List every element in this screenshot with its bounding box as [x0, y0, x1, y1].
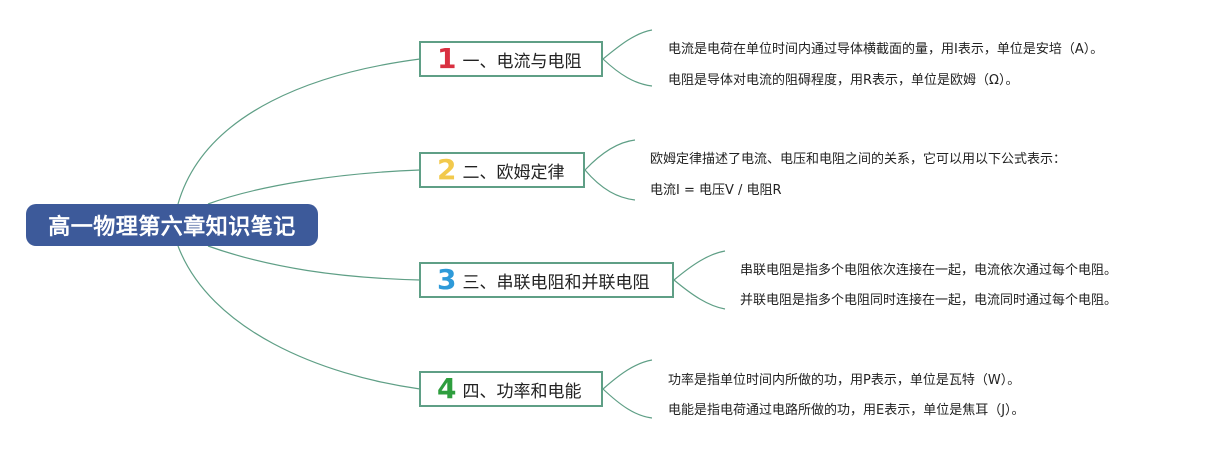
connector-root-branch-3: [207, 245, 421, 281]
branch-label-1: 一、电流与电阻: [462, 51, 582, 72]
branch-topic-4[interactable]: 4 四、功率和电能: [419, 371, 603, 407]
note-4-1: 功率是指单位时间内所做的功，用P表示，单位是瓦特（W）。: [668, 373, 1021, 388]
badge-2: 2: [437, 153, 457, 186]
note-3-2: 并联电阻是指多个电阻同时连接在一起，电流同时通过每个电阻。: [740, 293, 1118, 308]
branch-label-3: 三、串联电阻和并联电阻: [462, 272, 650, 293]
note-4-2: 电能是指电荷通过电路所做的功，用E表示，单位是焦耳（J）。: [668, 403, 1025, 418]
note-1-1: 电流是电荷在单位时间内通过导体横截面的量，用I表示，单位是安培（A）。: [668, 42, 1104, 57]
connector-branch-3-note-2: [673, 279, 726, 310]
badge-1: 1: [437, 42, 457, 75]
root-topic[interactable]: 高一物理第六章知识笔记: [26, 204, 318, 246]
branch-topic-2[interactable]: 2 二、欧姆定律: [419, 152, 585, 188]
connector-root-branch-2: [207, 169, 421, 205]
branch-topic-1[interactable]: 1 一、电流与电阻: [419, 41, 603, 77]
connector-branch-4-note-1: [602, 359, 653, 390]
note-2-2: 电流I = 电压V / 电阻R: [650, 183, 782, 198]
connector-branch-4-note-2: [602, 388, 653, 419]
connector-root-branch-4: [177, 245, 421, 390]
connector-branch-2-note-1: [584, 139, 636, 171]
note-2-1: 欧姆定律描述了电流、电压和电阻之间的关系，它可以用以下公式表示：: [650, 152, 1067, 167]
connector-branch-2-note-2: [584, 169, 636, 201]
branch-label-2: 二、欧姆定律: [462, 162, 565, 183]
note-1-2: 电阻是导体对电流的阻碍程度，用R表示，单位是欧姆（Ω）。: [668, 73, 1019, 88]
badge-4: 4: [437, 372, 457, 405]
badge-3: 3: [437, 263, 457, 296]
branch-topic-3[interactable]: 3 三、串联电阻和并联电阻: [419, 262, 674, 298]
root-title: 高一物理第六章知识笔记: [48, 215, 296, 240]
connector-branch-1-note-2: [602, 58, 653, 87]
connector-root-branch-1: [177, 58, 421, 205]
branch-label-4: 四、功率和电能: [462, 381, 582, 402]
connector-branch-3-note-1: [673, 250, 726, 281]
note-3-1: 串联电阻是指多个电阻依次连接在一起，电流依次通过每个电阻。: [740, 263, 1118, 278]
connector-branch-1-note-1: [602, 29, 653, 60]
